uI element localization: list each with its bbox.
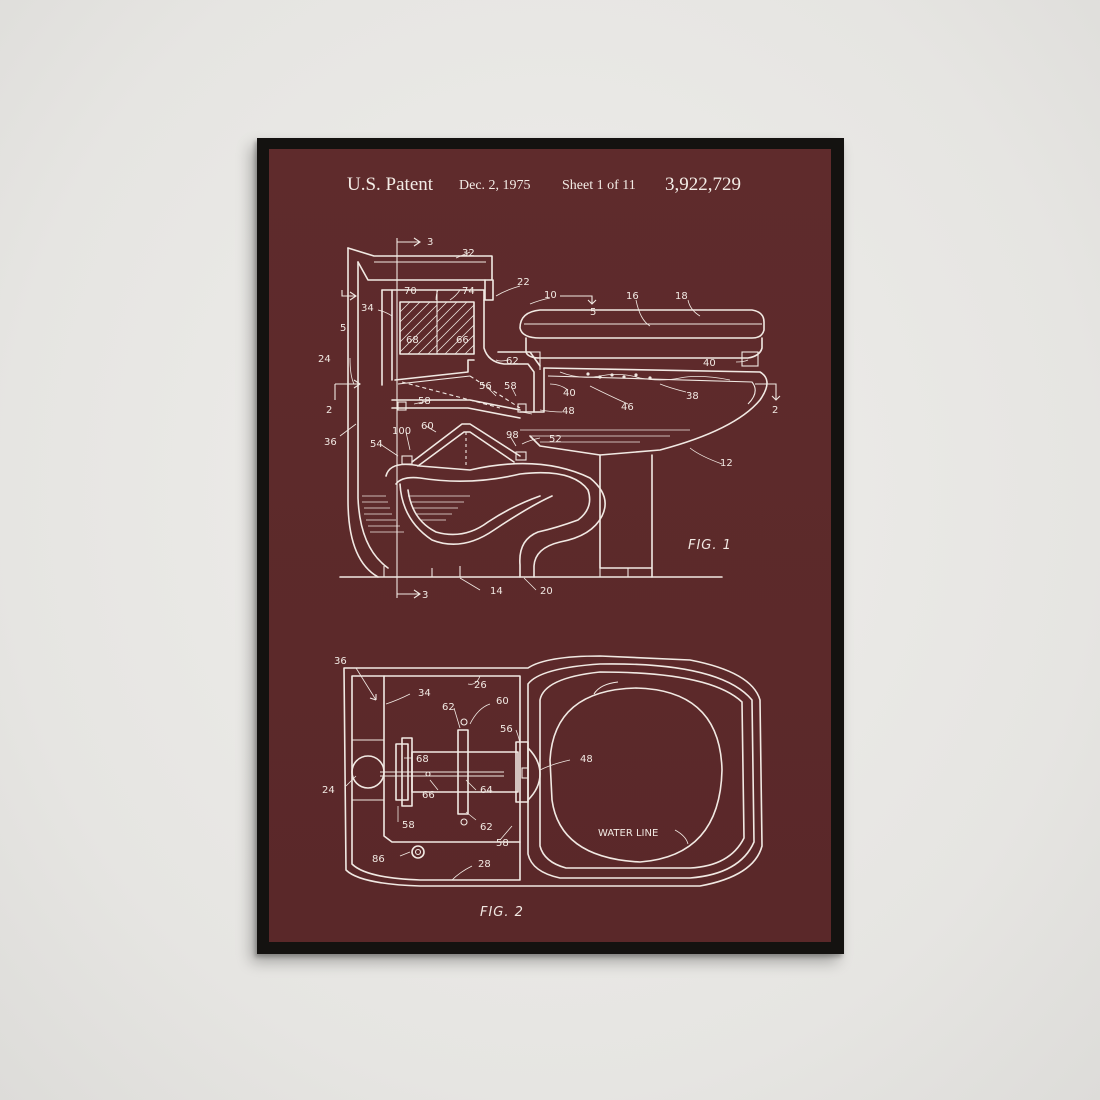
fig1-ref: 3	[422, 590, 428, 601]
fig1-ref: 52	[549, 434, 562, 445]
fig1-ref: 62	[506, 356, 519, 367]
fig1-ref: 70	[404, 286, 417, 297]
fig2-ref: 24	[322, 785, 335, 796]
fig2-ref: 58	[402, 820, 415, 831]
fig1-ref: 100	[392, 426, 411, 437]
fig1-ref: 2	[326, 405, 332, 416]
fig2-ref: 56	[500, 724, 513, 735]
patent-title: U.S. Patent	[347, 174, 434, 195]
fig2-ref: 26	[474, 680, 487, 691]
fig2-ref: 48	[580, 754, 593, 765]
fig2-ref: 86	[372, 854, 385, 865]
fig2-ref: 62	[480, 822, 493, 833]
fig1-ref: 2	[772, 405, 778, 416]
fig1-ref: 5	[590, 307, 596, 318]
fig2-ref: 36	[334, 656, 347, 667]
fig1-ref: 46	[621, 402, 634, 413]
patent-date: Dec. 2, 1975	[459, 178, 531, 193]
patent-sheet: Sheet 1 of 11	[562, 178, 636, 193]
fig1-ref: 5	[340, 323, 346, 334]
fig1-ref: 54	[370, 439, 383, 450]
fig1-ref: 56	[479, 381, 492, 392]
fig1-label: FIG. 1	[688, 538, 732, 553]
fig1-ref: 22	[517, 277, 530, 288]
fig1-drawing: 3 32 22 10 5 16 18 70 74 34 5 68 66 24 6…	[318, 237, 781, 601]
fig1-ref: 14	[490, 586, 503, 597]
fig1-ref: 60	[421, 421, 434, 432]
fig1-ref: 38	[686, 391, 699, 402]
fig2-drawing: 36 26 34 62 60 56 68 48 24 66 64 58 62 5…	[322, 655, 763, 920]
fig1-ref: 18	[675, 291, 688, 302]
fig1-ref: 10	[544, 290, 557, 301]
fig1-ref: 40	[703, 358, 716, 369]
fig1-ref: 68	[406, 335, 419, 346]
fig1-ref: 98	[506, 430, 519, 441]
fig2-ref: 64	[480, 785, 493, 796]
fig1-ref: 58	[504, 381, 517, 392]
fig2-ref: 66	[422, 790, 435, 801]
fig2-label: FIG. 2	[480, 905, 524, 920]
patent-header: U.S. Patent Dec. 2, 1975 Sheet 1 of 11 3…	[269, 174, 831, 198]
fig2-ref: 34	[418, 688, 431, 699]
fig2-ref: 58	[496, 838, 509, 849]
fig1-ref: 24	[318, 354, 331, 365]
fig2-ref: 62	[442, 702, 455, 713]
fig1-ref: 34	[361, 303, 374, 314]
patent-number: 3,922,729	[665, 174, 741, 195]
fig1-ref: 66	[456, 335, 469, 346]
fig1-ref: 36	[324, 437, 337, 448]
fig2-ref: 68	[416, 754, 429, 765]
fig1-ref: 3	[427, 237, 433, 248]
fig1-ref: 74	[462, 286, 475, 297]
fig1-ref: 48	[562, 406, 575, 417]
fig1-ref: 40	[563, 388, 576, 399]
fig2-ref: 28	[478, 859, 491, 870]
fig1-ref: 12	[720, 458, 733, 469]
fig1-ref: 32	[462, 248, 475, 259]
fig1-ref: 16	[626, 291, 639, 302]
fig1-ref: 20	[540, 586, 553, 597]
water-line-label: WATER LINE	[598, 828, 658, 839]
fig2-ref: 60	[496, 696, 509, 707]
fig1-ref: 58	[418, 396, 431, 407]
